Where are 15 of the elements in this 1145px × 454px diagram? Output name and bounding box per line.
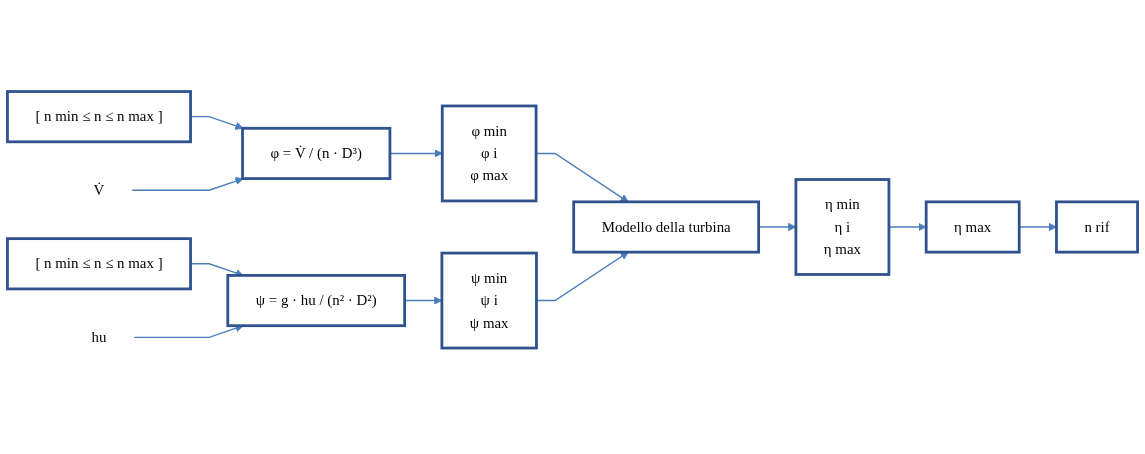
arrow [888, 222, 927, 232]
node-box: Modello della turbina [572, 200, 761, 254]
node-box: [ n min ≤ n ≤ n max ] [6, 90, 192, 144]
arrow [131, 177, 244, 191]
arrow [389, 149, 443, 158]
node-box: ψ min ψ i ψ max [440, 251, 538, 350]
node-box: ψ = g · hu / (n² · D²) [226, 274, 407, 328]
node-text: hu [91, 328, 107, 345]
node-box: φ = V̇ / (n · D³) [241, 126, 392, 180]
node-box: φ min φ i φ max [440, 104, 538, 203]
node-box: [ n min ≤ n ≤ n max ] [6, 237, 192, 291]
node-text: V̇ [93, 181, 105, 198]
node-box: n rif [1055, 200, 1139, 254]
node-box: η min η i η max [794, 178, 891, 276]
node-box: η max [924, 200, 1021, 254]
